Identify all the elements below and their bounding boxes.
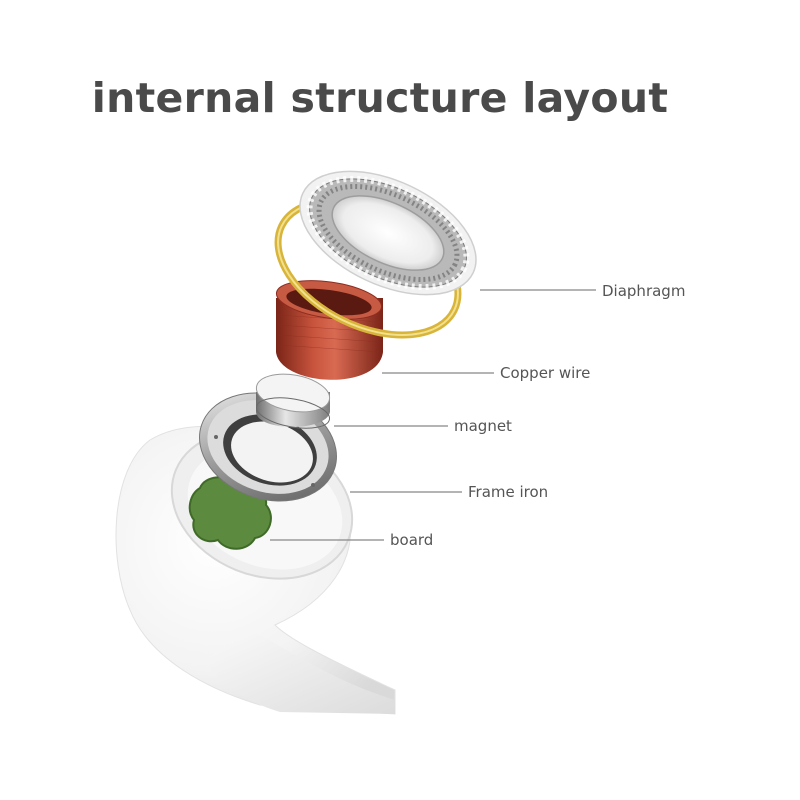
diaphragm-shape	[299, 170, 477, 296]
page-title: internal structure layout	[91, 74, 669, 122]
label-board: board	[390, 531, 434, 549]
label-magnet: magnet	[454, 417, 512, 435]
leader-lines	[270, 289, 596, 541]
label-frame-iron: Frame iron	[468, 483, 549, 501]
label-diaphragm: Diaphragm	[602, 282, 686, 300]
magnet-shape	[255, 373, 331, 429]
label-copper-wire: Copper wire	[500, 364, 591, 382]
